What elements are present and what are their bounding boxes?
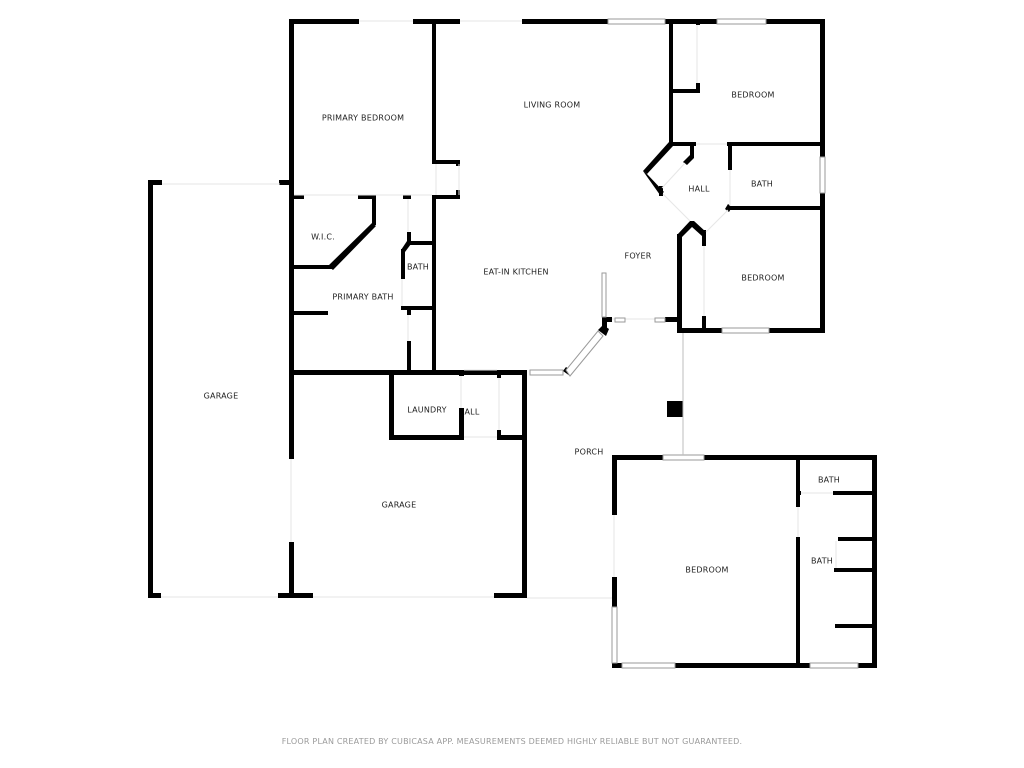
room-label-foyer: FOYER xyxy=(624,251,652,261)
room-label-laundry: LAUNDRY xyxy=(407,405,447,415)
windows xyxy=(529,18,859,669)
room-label-living-room: LIVING ROOM xyxy=(523,100,581,110)
room-label-primary-bedroom: PRIMARY BEDROOM xyxy=(321,113,405,123)
room-label-bath-east: BATH xyxy=(750,179,774,189)
room-label-garage-main: GARAGE xyxy=(381,500,417,510)
room-label-bedroom-ne: BEDROOM xyxy=(731,90,775,100)
room-label-primary-bath: PRIMARY BATH xyxy=(332,292,394,302)
disclaimer-footer: FLOOR PLAN CREATED BY CUBICASA APP. MEAS… xyxy=(281,737,743,746)
room-label-bath-guest: BATH xyxy=(810,556,834,566)
room-label-porch: PORCH xyxy=(574,447,604,457)
room-label-bedroom-east: BEDROOM xyxy=(741,273,785,283)
room-label-bath-guest-top: BATH xyxy=(817,475,841,485)
room-label-bedroom-guest: BEDROOM xyxy=(685,565,729,575)
room-label-wic: W.I.C. xyxy=(311,232,335,242)
walls xyxy=(148,19,877,668)
openings xyxy=(161,20,837,599)
room-label-hall-laundry: ALL xyxy=(464,407,480,417)
room-label-eat-in-kitchen: EAT-IN KITCHEN xyxy=(483,267,549,277)
room-label-garage-west: GARAGE xyxy=(203,391,239,401)
room-label-hall-east: HALL xyxy=(688,184,710,194)
room-label-bath-small: BATH xyxy=(406,262,430,272)
